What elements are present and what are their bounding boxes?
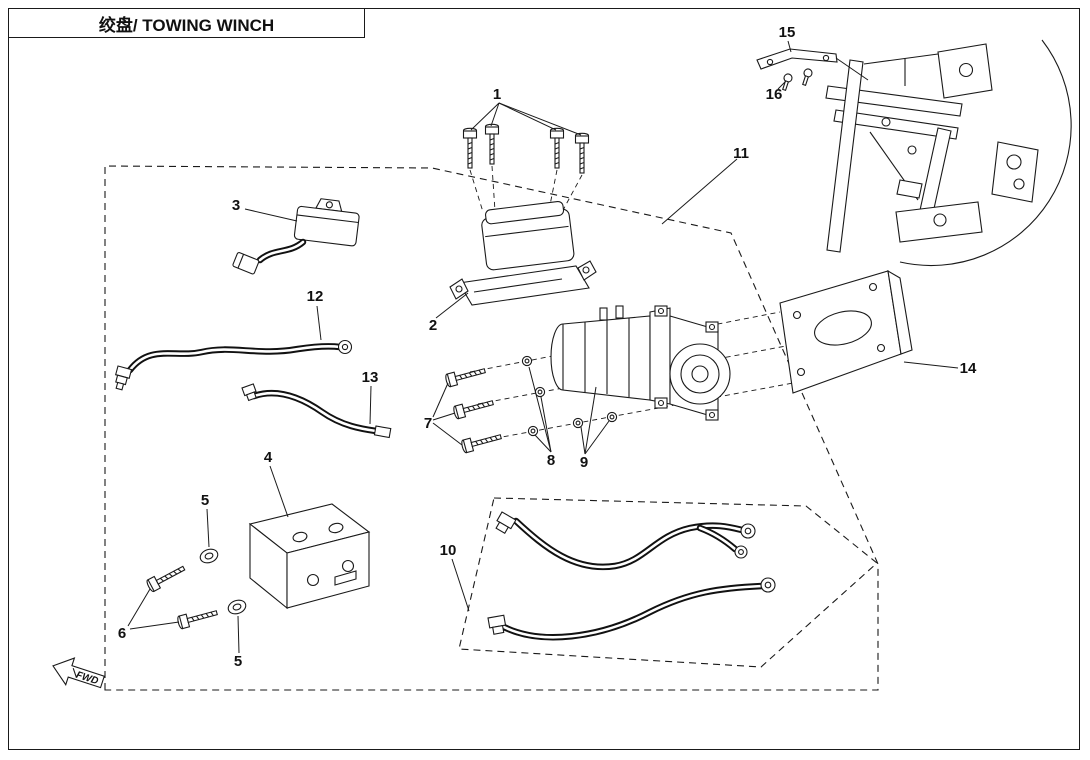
callout-16: 16	[766, 86, 783, 103]
vehicle-frame	[825, 39, 1072, 267]
callout-1: 1	[493, 86, 501, 103]
battery-cable-long	[114, 339, 353, 391]
callout-5b: 5	[234, 653, 242, 670]
contactor-box	[481, 200, 575, 271]
callout-15: 15	[779, 24, 796, 41]
outer-dashed-boundary	[104, 165, 879, 691]
callout-3: 3	[232, 197, 240, 214]
motor-bolts	[444, 363, 504, 454]
callout-4: 4	[264, 449, 273, 466]
title-box: 绞盘/ TOWING WINCH	[8, 8, 365, 38]
callout-13: 13	[362, 369, 379, 386]
spring-washers	[521, 355, 546, 437]
callout-9: 9	[580, 454, 588, 471]
callout-5a: 5	[201, 492, 209, 509]
bracket-washer-2	[225, 597, 249, 617]
leader-lines	[127, 40, 959, 654]
callout-14: 14	[960, 360, 977, 377]
winch-motor-assembly	[550, 305, 731, 421]
battery-cable-short	[241, 383, 392, 439]
callout-8: 8	[547, 452, 555, 469]
bracket-bolts	[145, 561, 220, 630]
fwd-arrow: FWD	[52, 657, 105, 689]
callout-2: 2	[429, 317, 437, 334]
callout-11: 11	[733, 145, 749, 162]
fwd-label: FWD	[75, 670, 100, 688]
motor-mount-plate	[779, 269, 913, 394]
mount-bolts-top	[462, 123, 590, 174]
cable-group-dashed-boundary	[458, 497, 878, 668]
winch-power-cables	[487, 511, 776, 641]
callout-10: 10	[440, 542, 457, 559]
winch-mount-bracket	[248, 503, 371, 610]
contactor-base-plate	[449, 260, 597, 306]
relay	[232, 198, 360, 275]
page-title: 绞盘/ TOWING WINCH	[98, 15, 275, 35]
bracket-washer-1	[197, 546, 221, 566]
page-border	[8, 8, 1080, 750]
callout-numbers: 1 2 3 4 5 5 6 7 8 9 10 11 12 13 14 15 16	[118, 24, 977, 670]
callout-6: 6	[118, 625, 126, 642]
callout-7: 7	[424, 415, 432, 432]
callout-12: 12	[307, 288, 324, 305]
bracket-screw-2	[799, 67, 814, 87]
